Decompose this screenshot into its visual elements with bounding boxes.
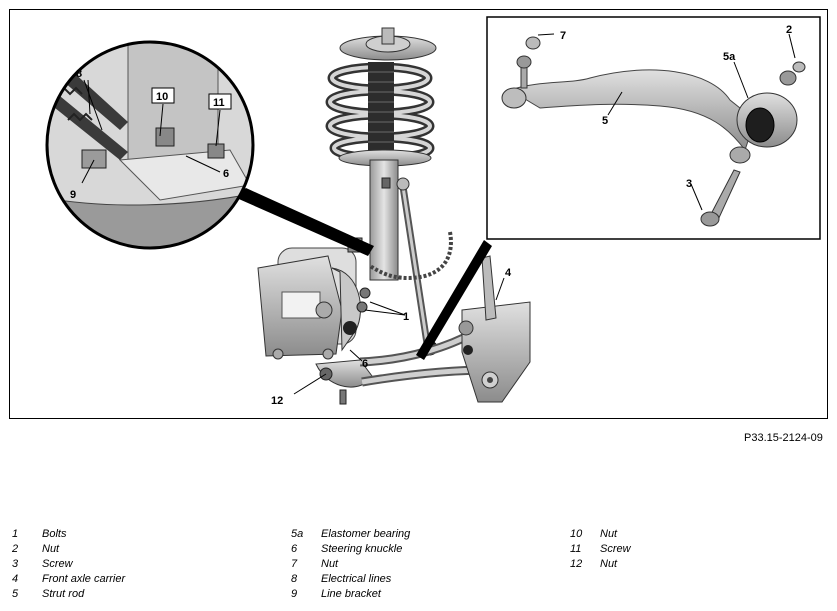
leader-lines [81,33,796,395]
callout-labels: 1 2 3 4 5 5a 6 6 7 8 9 10 11 12 [70,24,792,407]
callout-5a: 5a [723,51,736,63]
steering-knuckle [257,237,373,405]
callout-3: 3 [686,178,692,190]
callout-2: 2 [786,24,792,36]
callout-5: 5 [602,115,608,127]
callout-8: 8 [76,68,82,80]
callout-9: 9 [70,189,76,201]
detail-circle-knuckle [45,40,374,256]
callout-12: 12 [271,395,283,407]
callout-6-detail: 6 [223,168,229,180]
strut-assembly [257,27,531,405]
callout-4: 4 [505,267,512,279]
callout-7: 7 [560,30,566,42]
suspension-illustration: 1 2 3 4 5 5a 6 6 7 8 9 10 11 12 [45,16,821,407]
callout-6-main: 6 [362,358,368,370]
detail-box-strut-rod [416,16,821,360]
figure-code: P33.15-2124-09 [744,432,823,444]
callout-11-box: 11 [208,93,232,110]
callout-10-box: 10 [151,87,175,104]
callout-1: 1 [403,311,409,323]
front-axle-carrier [458,255,531,403]
figure-frame: 1 2 3 4 5 5a 6 6 7 8 9 10 11 12 [9,9,828,419]
callout-10: 10 [156,91,168,103]
callout-11: 11 [213,97,225,109]
